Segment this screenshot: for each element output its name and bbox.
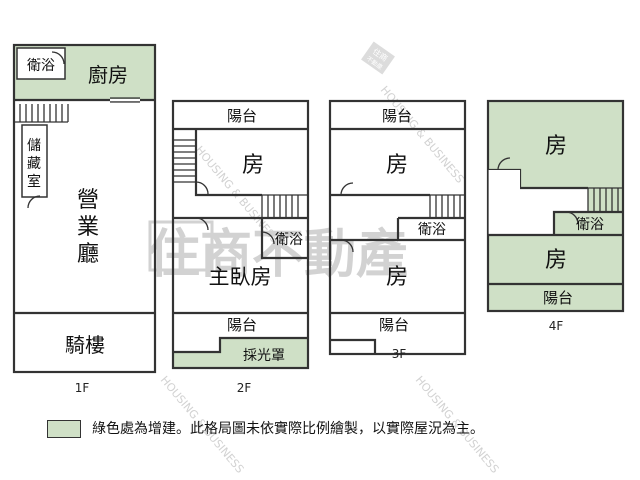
legend-text: 綠色處為增建。此格局圖未依實際比例繪製，以實際屋況為主。	[92, 421, 484, 437]
door-arc	[261, 231, 275, 245]
room-label-hall-1: 營	[77, 188, 99, 213]
room-label-4f-bathroom: 衛浴	[576, 217, 604, 233]
bathroom-2f-wall	[260, 218, 308, 260]
door-arc	[340, 239, 354, 253]
stairs-4f	[487, 170, 623, 235]
wall	[194, 129, 262, 197]
addition-area-4f	[488, 101, 623, 311]
door-arc	[195, 181, 209, 195]
room-label-4f-room-top: 房	[545, 134, 567, 159]
room-label-4f-balcony: 陽台	[543, 289, 573, 307]
stairs-2f-right	[261, 194, 308, 218]
room-label-3f-bathroom: 衛浴	[418, 222, 446, 238]
watermark-logo-box	[148, 220, 214, 272]
floor-label-3f: 3F	[392, 347, 407, 361]
floor-3f-outline	[328, 99, 467, 356]
room-label-2f-bathroom: 衛浴	[275, 232, 303, 248]
room-label-3f-balcony-top: 陽台	[382, 107, 412, 125]
bathroom-4f-wall	[552, 210, 623, 235]
room-label-hall-2: 業	[77, 215, 99, 240]
room-label-3f-room-top: 房	[386, 153, 408, 178]
floor-label-2f: 2F	[237, 381, 252, 395]
watermark-layer: 住商不動產 住商 不動產 HOUSING & BUSINESS HOUSING …	[148, 41, 501, 476]
door-arc	[51, 51, 65, 65]
wall	[330, 338, 377, 354]
floor-1f: 衛浴 廚房 儲 藏 室 營 業 廳 騎樓 1F	[12, 43, 157, 395]
door-arc	[565, 211, 579, 225]
floor-2f: 陽台 房 衛浴 主臥房 陽台 採光罩 2F	[171, 99, 310, 395]
legend-swatch	[47, 420, 81, 438]
room-label-storage-1: 儲	[27, 138, 41, 154]
room-label-skylight: 採光罩	[243, 348, 285, 364]
room-label-3f-balcony-bottom: 陽台	[379, 316, 409, 334]
floor-label-1f: 1F	[75, 381, 90, 395]
skylight-addition-area	[173, 338, 308, 368]
room-label-master-bedroom: 主臥房	[209, 265, 272, 289]
watermark-main-text: 住商不動產	[148, 225, 408, 285]
room-label-4f-room-bottom: 房	[545, 248, 567, 273]
door-arc	[195, 217, 209, 231]
skylight-wall	[173, 336, 308, 354]
watermark-logo-small: 住商 不動產	[361, 41, 395, 75]
room-label-3f-room-bottom: 房	[386, 265, 408, 290]
floor-2f-outline	[171, 99, 310, 370]
room-label-2f-room: 房	[242, 153, 264, 178]
room-label-kitchen: 廚房	[88, 63, 128, 87]
floor-4f: 房 衛浴 房 陽台 4F	[486, 99, 625, 333]
room-label-2f-balcony-bottom: 陽台	[227, 316, 257, 334]
floor-label-4f: 4F	[549, 319, 564, 333]
stairs-3f	[429, 194, 465, 218]
room-label-bathroom-1f: 衛浴	[27, 58, 55, 74]
storage-room	[21, 124, 48, 198]
room-label-arcade: 騎樓	[65, 333, 105, 357]
door-arc	[27, 195, 41, 209]
door-arc	[497, 157, 511, 171]
room-label-2f-balcony-top: 陽台	[227, 107, 257, 125]
door-arc	[340, 182, 354, 196]
room-label-hall-3: 廳	[77, 242, 99, 267]
floor-3f: 陽台 房 衛浴 房 陽台 3F	[328, 99, 467, 361]
floor-1f-outline	[12, 43, 157, 374]
stairs-2f-left	[173, 139, 196, 183]
room-label-storage-3: 室	[27, 173, 41, 190]
stairs-1f	[14, 104, 69, 123]
room-label-storage-2: 藏	[27, 156, 41, 172]
